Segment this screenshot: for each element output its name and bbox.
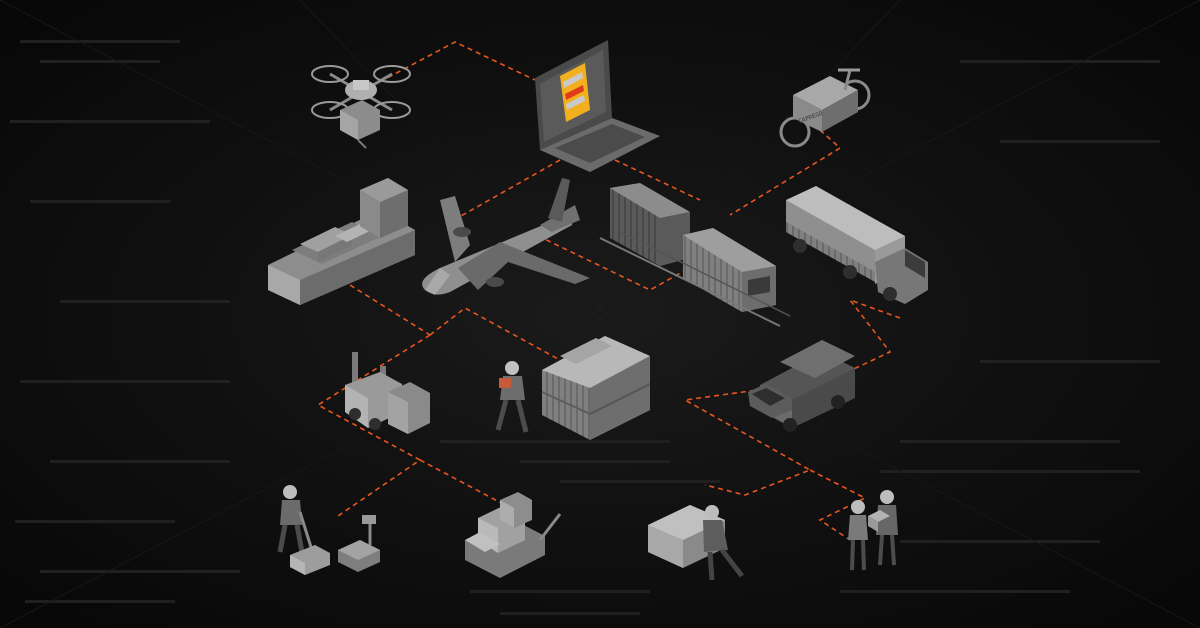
route-drone-laptop [371, 41, 536, 87]
airplane-icon [422, 178, 590, 295]
person-icon [495, 361, 529, 433]
laptop-icon [535, 40, 660, 172]
route-laptop-train [614, 159, 701, 201]
truck-icon [786, 186, 928, 304]
handoff-icon [848, 490, 898, 571]
route-laptop-plane [444, 159, 561, 226]
route-van-handoff [809, 469, 867, 541]
route-bike-truck [729, 129, 842, 216]
cargo-bike-icon: CAPREGO [779, 68, 871, 148]
drone-icon [311, 65, 411, 149]
route-truck-van [682, 298, 901, 496]
forklift-icon [345, 352, 430, 434]
background-code-texture [10, 40, 1160, 615]
route-plane-ship [349, 284, 431, 336]
pallet-jack-icon [465, 492, 562, 578]
packing-icon [648, 505, 744, 581]
scale-icon [338, 515, 380, 572]
container-icon [541, 336, 651, 440]
route-forklift-pallet [419, 459, 506, 506]
ship-icon [268, 178, 415, 305]
hand-truck-icon [277, 485, 330, 575]
train-icon [599, 183, 791, 327]
van-icon [748, 340, 855, 432]
route-forklift-west [316, 334, 431, 519]
route-center-containers [429, 307, 561, 361]
